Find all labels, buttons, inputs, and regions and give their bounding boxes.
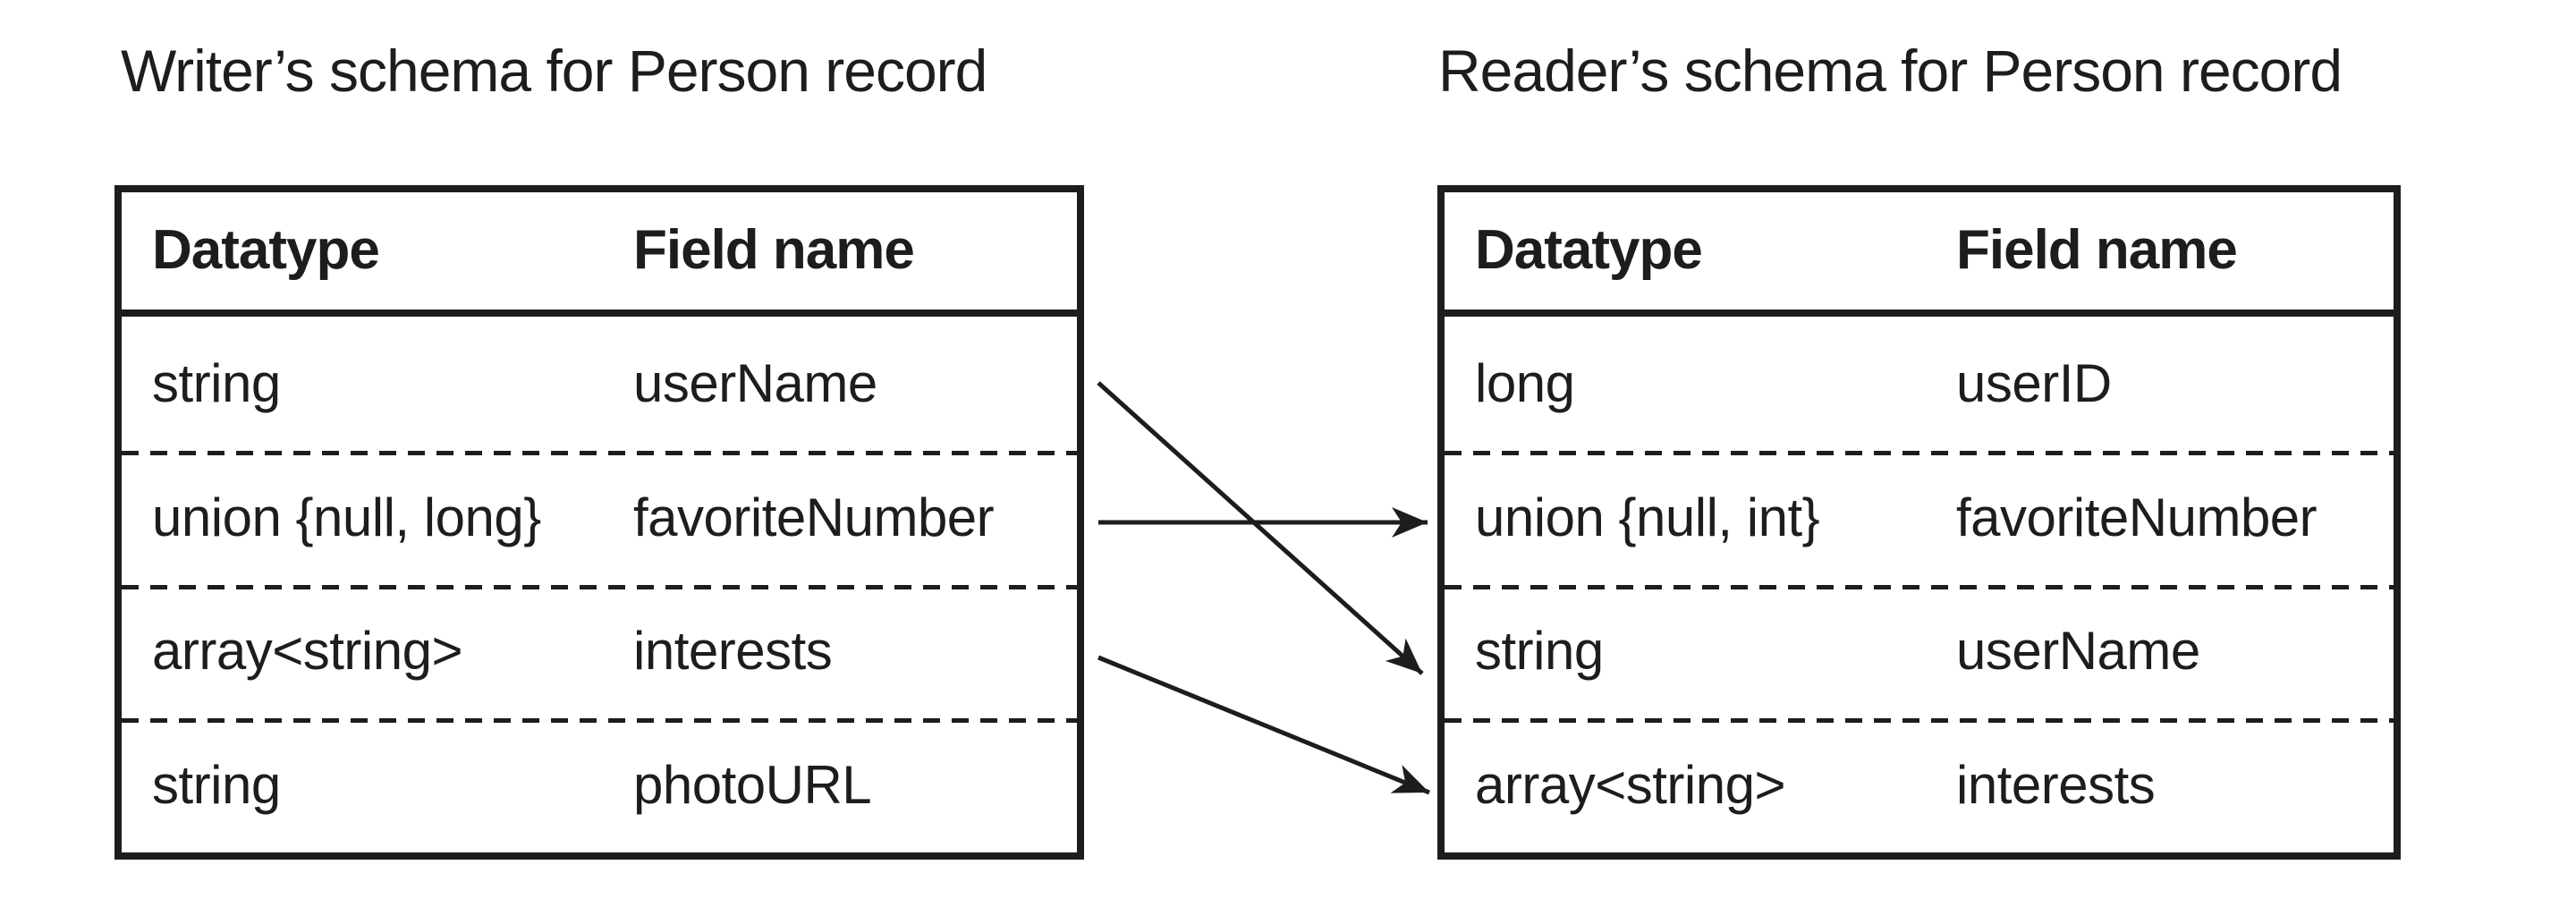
datatype-cell: array<string> <box>152 621 463 682</box>
datatype-cell: long <box>1475 352 1575 413</box>
table-row: long userID <box>1445 317 2394 451</box>
writer-schema-table: Datatype Field name string userName unio… <box>114 185 1084 860</box>
field-name-cell: interests <box>633 621 833 682</box>
datatype-cell: string <box>152 352 281 413</box>
writer-column-header-datatype: Datatype <box>152 219 380 282</box>
field-name-cell: favoriteNumber <box>633 487 995 547</box>
field-name-cell: userID <box>1956 352 2112 413</box>
mapping-arrow-userName <box>1097 381 1424 675</box>
field-name-cell: interests <box>1956 755 2156 816</box>
table-row: string photoURL <box>122 718 1077 852</box>
writer-schema-title: Writer’s schema for Person record <box>121 38 987 104</box>
reader-schema-title: Reader’s schema for Person record <box>1438 38 2343 104</box>
writer-table-header-row: Datatype Field name <box>122 192 1077 317</box>
table-row: string userName <box>1445 584 2394 719</box>
datatype-cell: string <box>1475 621 1604 682</box>
reader-table-header-row: Datatype Field name <box>1445 192 2394 317</box>
reader-schema-table: Datatype Field name long userID union {n… <box>1437 185 2401 860</box>
mapping-arrow-interests <box>1097 655 1430 795</box>
table-row: union {null, long} favoriteNumber <box>122 450 1077 585</box>
field-name-cell: favoriteNumber <box>1956 487 2318 547</box>
table-row: string userName <box>122 317 1077 451</box>
datatype-cell: union {null, long} <box>152 487 541 547</box>
datatype-cell: string <box>152 755 281 816</box>
field-name-cell: photoURL <box>633 755 872 816</box>
field-name-cell: userName <box>1956 621 2200 682</box>
field-name-cell: userName <box>633 352 877 413</box>
datatype-cell: array<string> <box>1475 755 1786 816</box>
table-row: array<string> interests <box>122 584 1077 719</box>
table-row: union {null, int} favoriteNumber <box>1445 450 2394 585</box>
writer-column-header-field-name: Field name <box>633 219 915 282</box>
table-row: array<string> interests <box>1445 718 2394 852</box>
reader-column-header-field-name: Field name <box>1956 219 2238 282</box>
datatype-cell: union {null, int} <box>1475 487 1820 547</box>
reader-column-header-datatype: Datatype <box>1475 219 1703 282</box>
